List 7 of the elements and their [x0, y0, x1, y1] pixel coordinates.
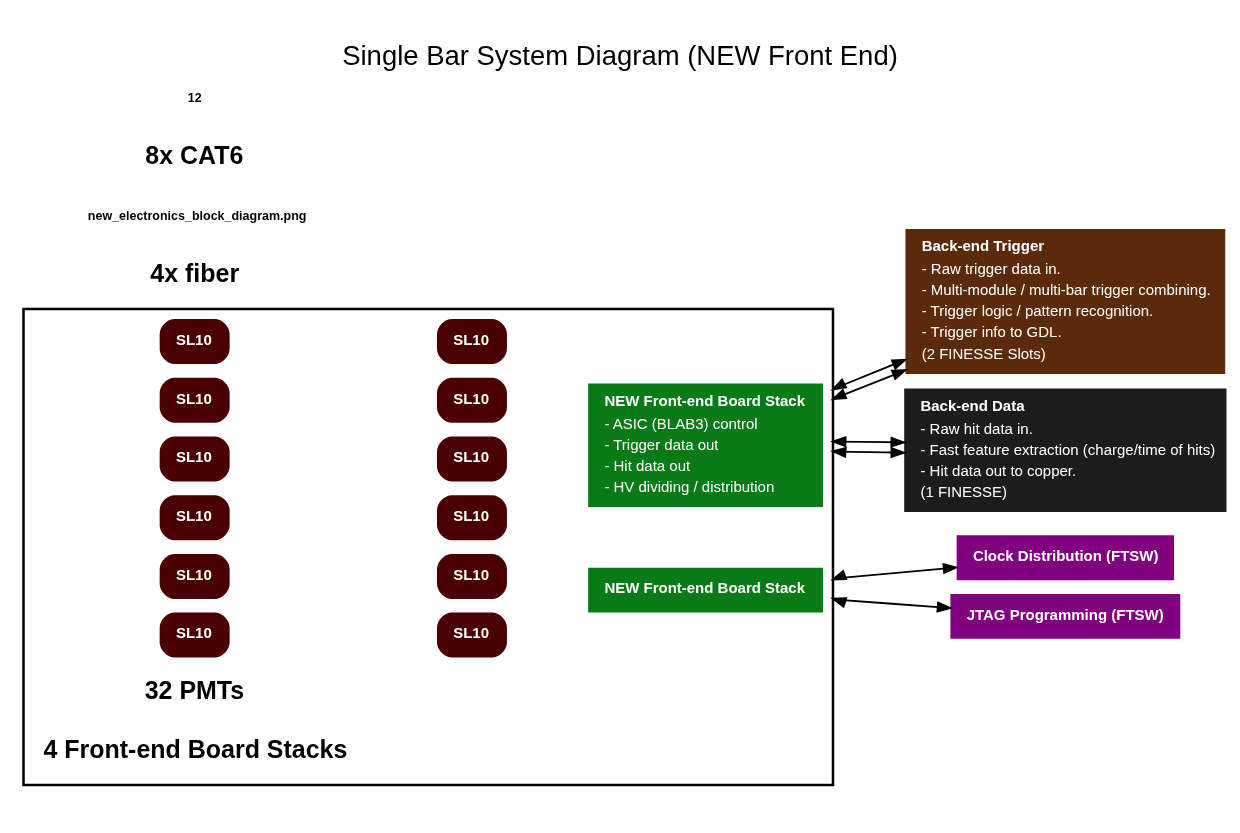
label: 4x fiber	[150, 258, 240, 287]
label: 4 Front-end Board Stacks	[43, 734, 348, 763]
label: 8x CAT6	[145, 141, 244, 170]
label: 12	[187, 91, 202, 106]
label: 32 PMTs	[144, 675, 245, 704]
diagram-title: Single Bar System Diagram (NEW Front End)	[342, 39, 898, 71]
label: new_electronics_block_diagram.png	[87, 208, 307, 223]
